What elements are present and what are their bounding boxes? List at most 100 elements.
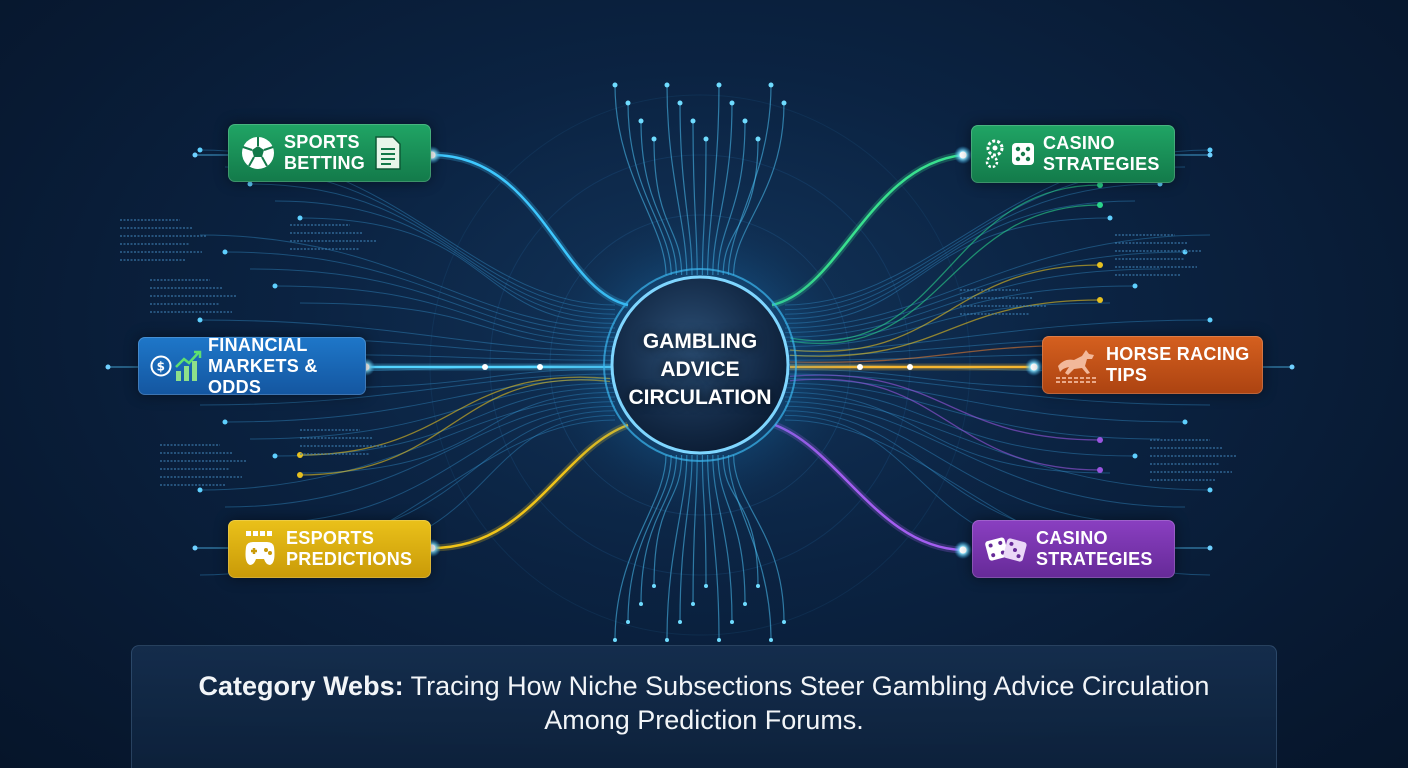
node-label-line: FINANCIAL bbox=[208, 334, 308, 355]
document-icon bbox=[373, 135, 403, 171]
stub-dot bbox=[1207, 152, 1213, 158]
connection-end-dot bbox=[1030, 363, 1038, 371]
node-financial-markets[interactable]: $ FINANCIAL MARKETS & ODDS bbox=[138, 334, 366, 397]
background-dot bbox=[1132, 453, 1138, 459]
node-label: HORSE RACING TIPS bbox=[1106, 344, 1250, 386]
background-dot bbox=[625, 100, 631, 106]
background-dot bbox=[743, 602, 747, 606]
background-dot bbox=[1097, 467, 1103, 473]
node-label-line: CASINO bbox=[1043, 133, 1115, 153]
background-data-text bbox=[120, 219, 1236, 486]
background-dot bbox=[197, 317, 203, 323]
node-label-line: STRATEGIES bbox=[1043, 154, 1160, 174]
background-dot bbox=[1097, 262, 1103, 268]
background-dot bbox=[272, 283, 278, 289]
hub-circle bbox=[610, 275, 790, 455]
gamepad-icon bbox=[240, 529, 280, 569]
node-label-line: STRATEGIES bbox=[1036, 549, 1153, 569]
node-horse-racing-tips[interactable]: HORSE RACING TIPS bbox=[1042, 336, 1263, 394]
background-dot bbox=[781, 100, 787, 106]
node-label-line: MARKETS & ODDS bbox=[208, 355, 318, 397]
connection-end-dot bbox=[959, 151, 967, 159]
node-esports-predictions[interactable]: ESPORTS PREDICTIONS bbox=[228, 520, 431, 578]
background-dot bbox=[665, 638, 669, 642]
node-casino-strategies-bottom[interactable]: CASINO STRATEGIES bbox=[972, 520, 1175, 578]
background-dot bbox=[782, 620, 786, 624]
connection-end-dot bbox=[959, 546, 967, 554]
node-label-line: PREDICTIONS bbox=[286, 549, 413, 569]
background-dot bbox=[704, 584, 708, 588]
background-dot bbox=[1182, 419, 1188, 425]
dice-icon bbox=[1011, 142, 1035, 166]
node-casino-strategies-top[interactable]: CASINO STRATEGIES bbox=[971, 125, 1175, 183]
soccer-ball-icon bbox=[240, 135, 276, 171]
background-dot bbox=[613, 638, 617, 642]
node-label-line: CASINO bbox=[1036, 528, 1108, 548]
background-dot bbox=[742, 118, 748, 124]
node-label: CASINO STRATEGIES bbox=[1036, 528, 1153, 570]
horse-icon bbox=[1054, 346, 1098, 384]
background-dot bbox=[1107, 215, 1113, 221]
stub-dot bbox=[1289, 364, 1295, 370]
caption-bold: Category Webs: bbox=[198, 671, 404, 701]
background-dot bbox=[1207, 317, 1213, 323]
node-sports-betting[interactable]: SPORTS BETTING bbox=[228, 124, 431, 182]
background-dot bbox=[1097, 297, 1103, 303]
dice-icon bbox=[984, 530, 1028, 568]
svg-text:$: $ bbox=[157, 360, 166, 374]
background-dot bbox=[703, 136, 709, 142]
background-dot bbox=[769, 638, 773, 642]
caption-panel: Category Webs: Tracing How Niche Subsect… bbox=[131, 645, 1277, 768]
background-dot bbox=[717, 638, 721, 642]
node-label-line: TIPS bbox=[1106, 365, 1148, 385]
background-dot bbox=[664, 82, 670, 88]
background-dot bbox=[297, 215, 303, 221]
background-dot bbox=[677, 100, 683, 106]
background-dot bbox=[222, 249, 228, 255]
caption-body: Tracing How Niche Subsections Steer Gamb… bbox=[403, 671, 1210, 735]
background-dot bbox=[297, 472, 303, 478]
hub-label-line: ADVICE bbox=[660, 358, 740, 381]
node-label-line: HORSE RACING bbox=[1106, 344, 1250, 364]
background-dot bbox=[730, 620, 734, 624]
node-label-line: BETTING bbox=[284, 153, 366, 173]
background-dot bbox=[690, 118, 696, 124]
node-label: CASINO STRATEGIES bbox=[1043, 133, 1160, 175]
background-dot bbox=[639, 602, 643, 606]
node-label-line: SPORTS bbox=[284, 132, 360, 152]
node-label: ESPORTS PREDICTIONS bbox=[286, 528, 412, 570]
background-dot bbox=[1207, 487, 1213, 493]
connection-mid-dot bbox=[907, 364, 913, 370]
background-dot bbox=[716, 82, 722, 88]
background-dot bbox=[612, 82, 618, 88]
background-dot bbox=[768, 82, 774, 88]
node-label: SPORTS BETTING bbox=[284, 132, 365, 174]
hub-label-line: CIRCULATION bbox=[628, 386, 772, 409]
background-dot bbox=[638, 118, 644, 124]
background-dot bbox=[755, 136, 761, 142]
background-dot bbox=[247, 181, 253, 187]
background-dot bbox=[652, 584, 656, 588]
background-dot bbox=[197, 487, 203, 493]
gears-icon bbox=[983, 137, 1009, 171]
background-dot bbox=[1097, 437, 1103, 443]
background-dot bbox=[678, 620, 682, 624]
node-label-line: ESPORTS bbox=[286, 528, 375, 548]
connection-mid-dot bbox=[857, 364, 863, 370]
background-dot bbox=[626, 620, 630, 624]
hub-label: GAMBLING ADVICE CIRCULATION bbox=[600, 328, 800, 412]
stub-dot bbox=[105, 364, 111, 370]
stub-dot bbox=[192, 152, 198, 158]
background-dot bbox=[651, 136, 657, 142]
connection-mid-dot bbox=[537, 364, 543, 370]
background-dot bbox=[729, 100, 735, 106]
background-dot bbox=[1132, 283, 1138, 289]
connection-end-dots bbox=[105, 146, 1295, 559]
background-dot bbox=[272, 453, 278, 459]
growth-chart-icon bbox=[174, 349, 202, 383]
background-ring bbox=[429, 94, 971, 636]
background-dot bbox=[756, 584, 760, 588]
background-dot bbox=[1097, 202, 1103, 208]
dollar-coin-icon: $ bbox=[150, 355, 172, 377]
